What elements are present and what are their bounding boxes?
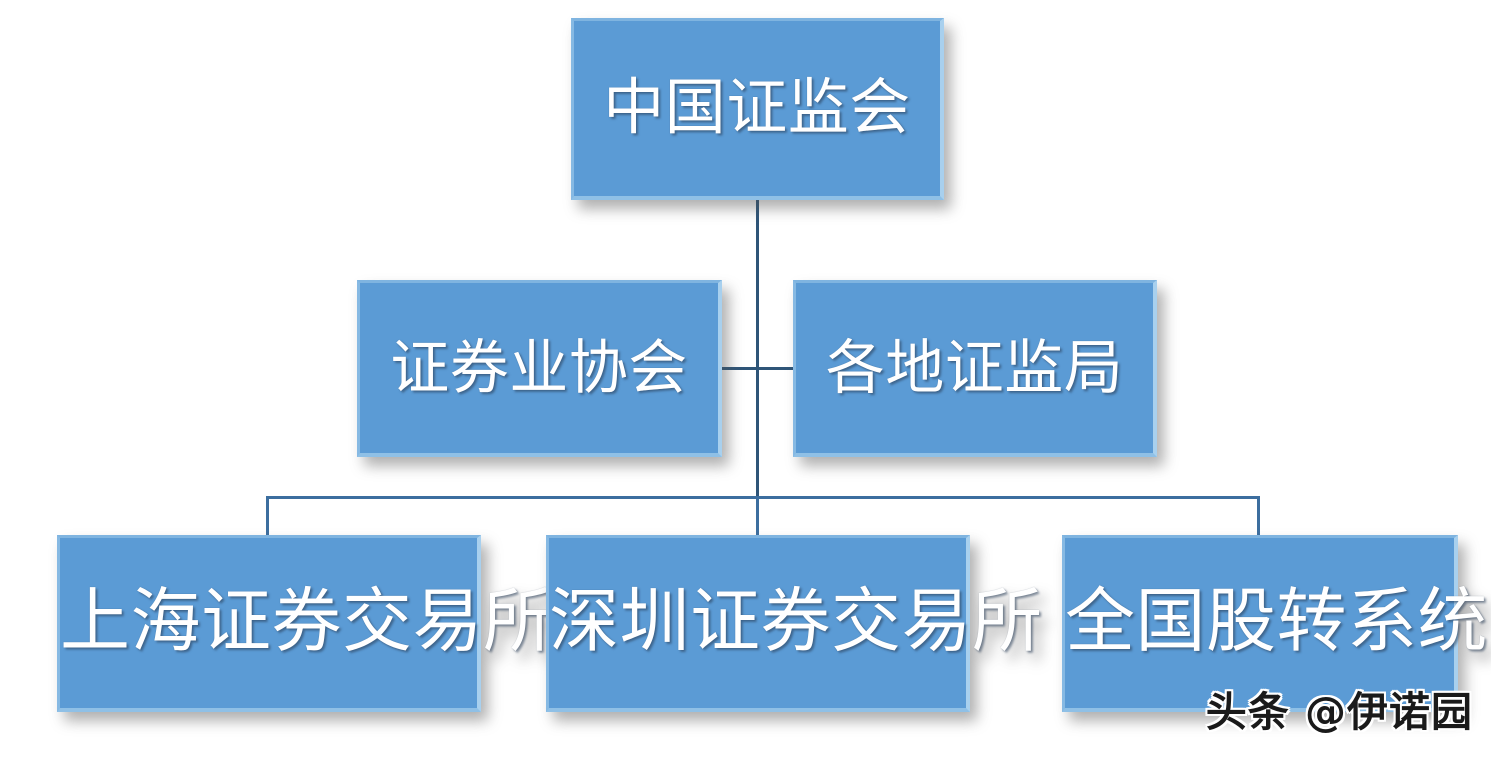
org-node-neeq-label: 全国股转系统 bbox=[1065, 584, 1488, 661]
connector-drop-neeq bbox=[1257, 496, 1260, 538]
connector-drop-szse bbox=[756, 496, 759, 538]
org-node-shenzhen-stock-exchange-label: 深圳证券交易所 bbox=[549, 584, 1043, 661]
org-node-shanghai-stock-exchange[interactable]: 上海证券交易所 bbox=[57, 535, 554, 712]
org-node-securities-association[interactable]: 证券业协会 bbox=[357, 280, 722, 457]
org-node-csrc[interactable]: 中国证监会 bbox=[571, 18, 944, 200]
org-node-shenzhen-stock-exchange[interactable]: 深圳证券交易所 bbox=[546, 535, 1043, 712]
org-node-securities-association-label: 证券业协会 bbox=[390, 334, 688, 401]
org-node-shanghai-stock-exchange-label: 上海证券交易所 bbox=[60, 584, 554, 661]
connector-drop-sse bbox=[266, 496, 269, 538]
connector-csrc-trunk bbox=[756, 200, 759, 497]
org-node-local-bureaus[interactable]: 各地证监局 bbox=[793, 280, 1157, 457]
watermark-label: 头条 @伊诺园 bbox=[1205, 688, 1473, 736]
org-node-csrc-label: 中国证监会 bbox=[603, 75, 911, 142]
org-node-local-bureaus-label: 各地证监局 bbox=[825, 334, 1124, 401]
org-node-neeq[interactable]: 全国股转系统 bbox=[1062, 535, 1488, 712]
connector-sac-local bbox=[722, 367, 793, 370]
connector-bottom-bus bbox=[266, 496, 1260, 499]
